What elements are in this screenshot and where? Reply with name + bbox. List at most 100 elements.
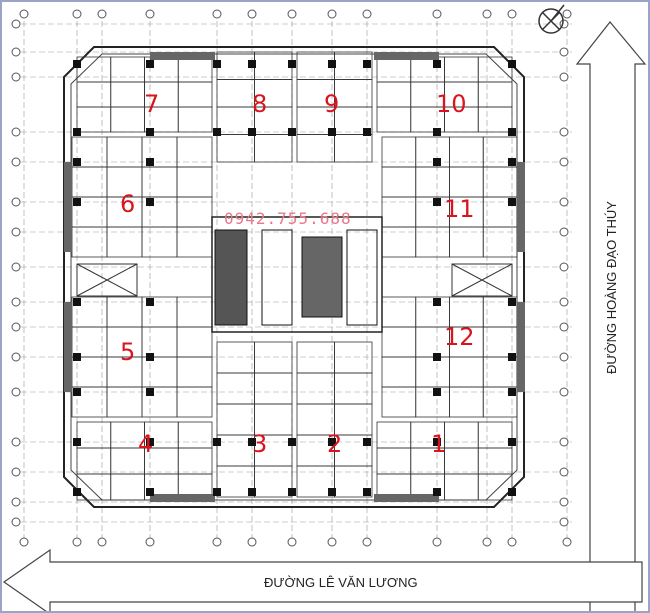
grid-bubble [559, 127, 569, 137]
grid-bubble [559, 437, 569, 447]
room [477, 81, 513, 108]
grid-bubble [287, 9, 297, 19]
room [334, 341, 373, 374]
column [248, 488, 256, 496]
room [482, 386, 518, 418]
column [328, 60, 336, 68]
room [444, 447, 479, 475]
room [216, 372, 255, 405]
room [376, 106, 412, 133]
column [73, 158, 81, 166]
balcony [374, 52, 439, 60]
column [213, 488, 221, 496]
room [449, 226, 484, 258]
grid-bubble [97, 537, 107, 547]
unit-number-label: 5 [120, 338, 135, 366]
grid-bubble [11, 467, 21, 477]
room [477, 421, 513, 449]
central-core [211, 216, 383, 333]
column [433, 128, 441, 136]
column [73, 60, 81, 68]
room [141, 326, 178, 358]
grid-bubble [482, 537, 492, 547]
room [334, 465, 373, 498]
column [288, 128, 296, 136]
room [381, 326, 417, 358]
column [363, 60, 371, 68]
balcony [374, 494, 439, 502]
room [415, 136, 450, 168]
grid-bubble [11, 72, 21, 82]
room [141, 226, 178, 258]
grid-bubble [362, 537, 372, 547]
room [176, 386, 213, 418]
grid-bubble [19, 9, 29, 19]
room [376, 56, 412, 83]
column [146, 298, 154, 306]
stair [451, 263, 513, 297]
room [76, 421, 112, 449]
room [477, 447, 513, 475]
grid-bubble [212, 537, 222, 547]
grid-bubble [507, 9, 517, 19]
grid-bubble [11, 127, 21, 137]
column [146, 488, 154, 496]
room [254, 51, 293, 80]
grid-bubble [432, 9, 442, 19]
room [381, 386, 417, 418]
grid-bubble [247, 537, 257, 547]
grid-bubble [11, 157, 21, 167]
grid-bubble [327, 537, 337, 547]
room [296, 341, 335, 374]
room [106, 226, 143, 258]
unit-number-label: 9 [324, 90, 339, 118]
room [381, 226, 417, 258]
grid-bubble [145, 9, 155, 19]
room [176, 196, 213, 228]
column [508, 60, 516, 68]
column [433, 488, 441, 496]
column [433, 198, 441, 206]
watermark-phone: 0942.755.688 [224, 209, 352, 228]
grid-bubble [327, 9, 337, 19]
room [76, 447, 112, 475]
room [177, 56, 213, 83]
room [177, 106, 213, 133]
grid-bubble [559, 297, 569, 307]
column [213, 60, 221, 68]
room [415, 386, 450, 418]
unit-number-label: 2 [327, 430, 342, 458]
balcony [517, 162, 525, 252]
street-label-bottom: ĐƯỜNG LÊ VĂN LƯƠNG [264, 575, 418, 590]
balcony [517, 302, 525, 392]
column [146, 438, 154, 446]
grid-bubble [559, 467, 569, 477]
column [508, 298, 516, 306]
grid-bubble [432, 537, 442, 547]
unit-number-label: 8 [252, 90, 267, 118]
column [73, 353, 81, 361]
room [376, 447, 412, 475]
column [328, 128, 336, 136]
room [216, 134, 255, 163]
room [141, 166, 178, 198]
grid-bubble [287, 537, 297, 547]
unit-number-label: 11 [444, 195, 475, 223]
grid-bubble [97, 9, 107, 19]
grid-bubble [559, 197, 569, 207]
column [508, 198, 516, 206]
room [415, 356, 450, 388]
room [110, 106, 145, 133]
room [444, 56, 479, 83]
grid-bubble [559, 517, 569, 527]
column [213, 438, 221, 446]
room [381, 296, 417, 328]
grid-bubble [11, 19, 21, 29]
room [176, 226, 213, 258]
grid-bubble [11, 387, 21, 397]
room [176, 326, 213, 358]
grid-bubble [72, 9, 82, 19]
room [216, 341, 255, 374]
structural-columns [73, 60, 516, 496]
room [106, 296, 143, 328]
